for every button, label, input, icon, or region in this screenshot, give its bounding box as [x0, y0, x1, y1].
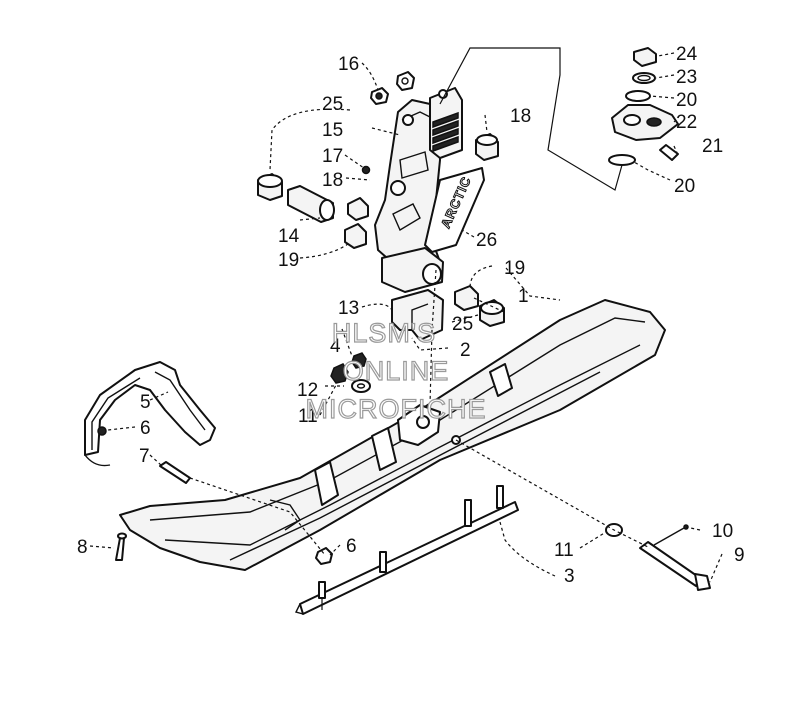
callout-4: 4	[330, 336, 341, 357]
callout-24: 24	[676, 44, 698, 65]
callout-14: 14	[278, 226, 300, 247]
callout-18-left: 18	[322, 170, 343, 191]
arctic-decal: ARCTIC	[424, 167, 485, 253]
cotter-pin-10	[653, 524, 689, 546]
bushing-14	[287, 185, 335, 223]
callout-7: 7	[139, 446, 150, 467]
callout-labels: 1 2 3 4 5 6 6 7 8 9 10 11 11 12 13 14 15…	[77, 44, 745, 587]
callout-13: 13	[338, 298, 359, 319]
callout-2: 2	[460, 340, 471, 361]
callout-5: 5	[140, 392, 151, 413]
callout-1: 1	[518, 286, 529, 307]
grease-fitting-17	[361, 165, 371, 175]
callout-25-upper: 25	[322, 94, 343, 115]
nut-11	[330, 363, 349, 384]
bolt-8	[115, 532, 127, 561]
bushing-18-left	[347, 197, 369, 221]
callout-6-lower: 6	[346, 536, 357, 557]
callout-11-lower: 11	[554, 540, 574, 561]
bolt-21	[659, 144, 679, 161]
nut-16b	[370, 87, 389, 105]
callout-21: 21	[702, 136, 723, 157]
washer-20-lower	[608, 154, 636, 166]
callout-15: 15	[322, 120, 343, 141]
washer-12	[351, 379, 371, 393]
callout-6-upper: 6	[140, 418, 151, 439]
spindle-clamp-upper	[381, 247, 444, 293]
callout-11-upper: 11	[298, 406, 318, 427]
nut-16	[396, 71, 415, 91]
bushing-25-upper	[257, 173, 283, 201]
callout-20-upper: 20	[676, 90, 697, 111]
callout-26: 26	[476, 230, 497, 251]
washer-20-upper	[625, 90, 651, 102]
callout-9: 9	[734, 545, 745, 566]
bushing-19-left	[344, 223, 367, 249]
watermark-line-3: MICROFICHE	[306, 394, 487, 424]
spindle	[374, 87, 463, 275]
callout-10: 10	[712, 521, 733, 542]
callout-3: 3	[564, 566, 575, 587]
callout-16: 16	[338, 54, 359, 75]
callout-25-right: 25	[452, 314, 473, 335]
bushing-25-right	[479, 299, 505, 327]
callout-20-lower: 20	[674, 176, 695, 197]
snap-ring-23	[632, 72, 656, 84]
cap-24	[633, 47, 657, 67]
bolt-7	[159, 461, 191, 484]
watermark-line-1: HLSM'S	[332, 318, 436, 348]
nut-6-lower	[315, 547, 333, 565]
callout-17: 17	[322, 146, 343, 167]
callout-19-right: 19	[504, 258, 525, 279]
ski-rib-mount-front	[489, 363, 513, 397]
spindle-spring	[432, 111, 459, 153]
ski-handle	[84, 361, 216, 467]
watermark: HLSM'S ONLINE MICROFICHE	[305, 317, 487, 424]
callout-19-left: 19	[278, 250, 299, 271]
spindle-clamp-lower-13	[391, 289, 444, 341]
bolt-9	[639, 541, 711, 591]
callout-18-right: 18	[510, 106, 531, 127]
watermark-line-2: ONLINE	[343, 356, 450, 386]
ski	[119, 299, 666, 571]
callout-12: 12	[297, 380, 318, 401]
ski-rib-mount-left	[314, 461, 339, 506]
ski-rib-mount-right	[371, 427, 397, 471]
leader-lines	[89, 47, 723, 583]
callout-23: 23	[676, 67, 697, 88]
wear-bar	[294, 485, 519, 615]
callout-8: 8	[77, 537, 88, 558]
steering-arm-22	[611, 104, 679, 141]
bushing-18-right	[475, 133, 499, 161]
locknut-4	[351, 352, 367, 369]
callout-22: 22	[676, 112, 697, 133]
